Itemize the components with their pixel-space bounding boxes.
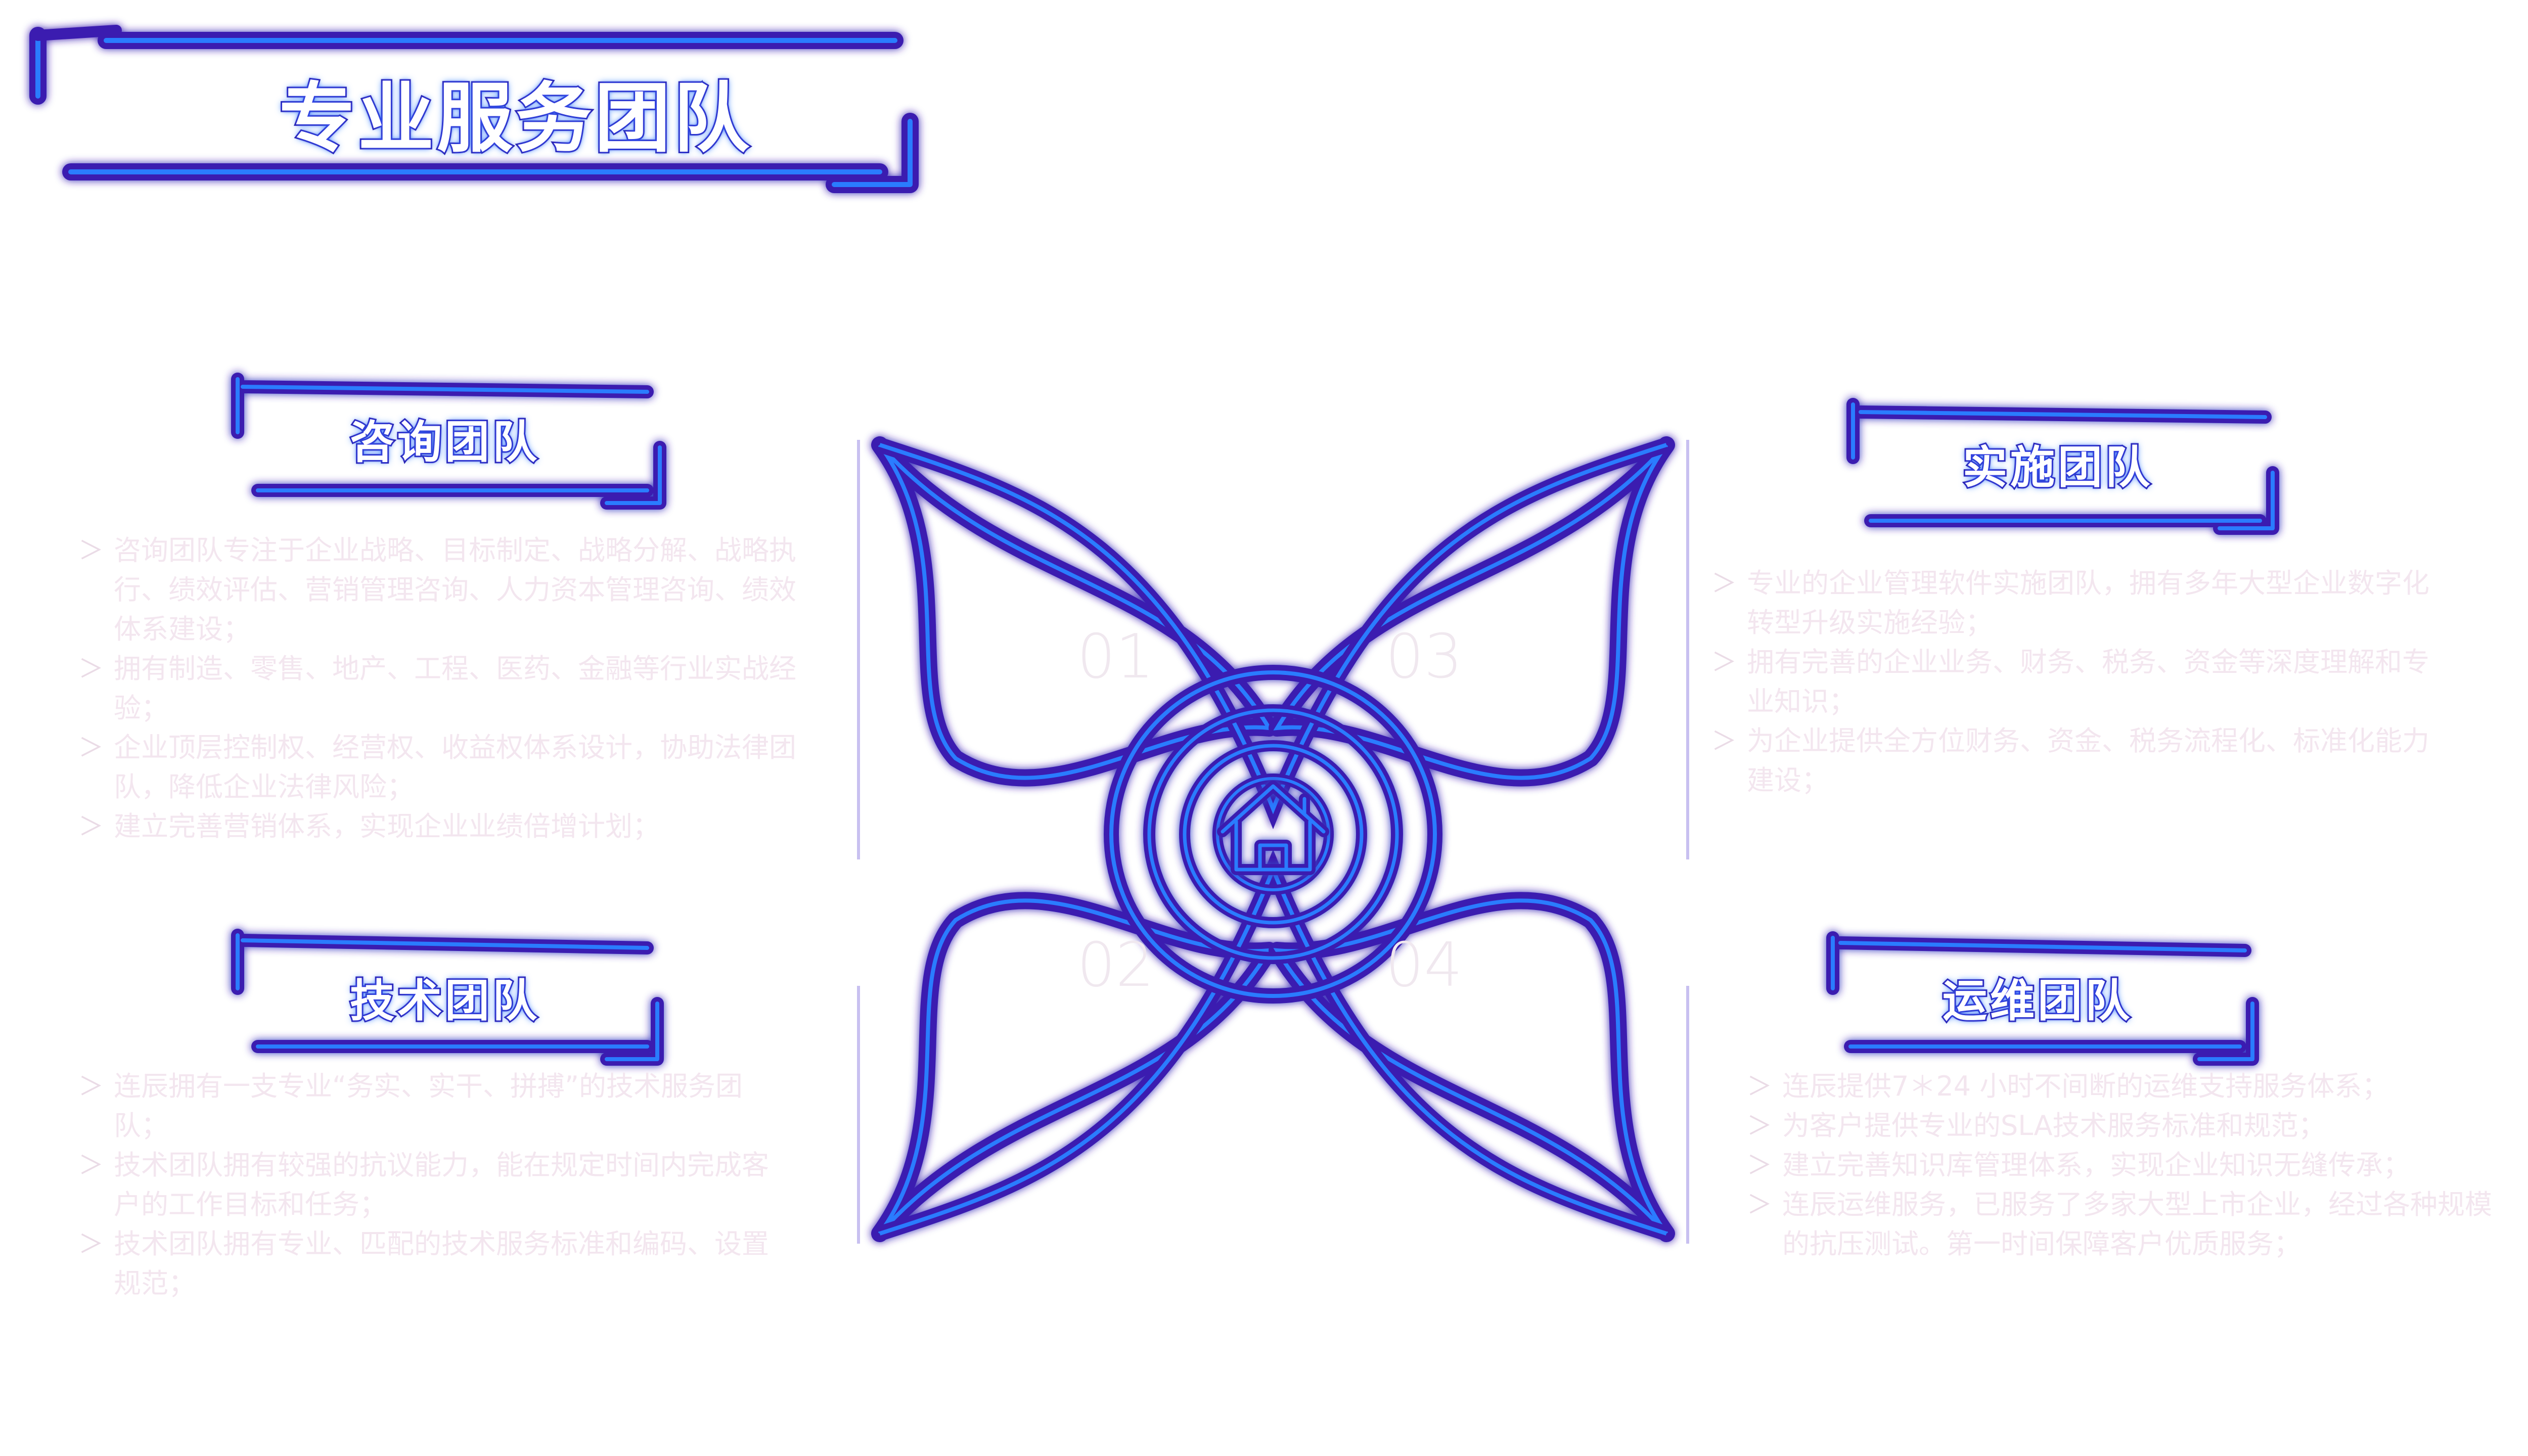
chevron-right-icon: ＞	[78, 536, 104, 565]
list-item: ＞为客户提供专业的SLA技术服务标准和规范；	[1747, 1106, 2515, 1146]
divider-lines	[857, 440, 1689, 1244]
petal-number-01: 01	[1077, 622, 1154, 692]
list-item: ＞拥有制造、零售、地产、工程、医药、金融等行业实战经验；	[78, 649, 822, 728]
chevron-right-icon: ＞	[1711, 569, 1737, 598]
team-list-consult: ＞咨询团队专注于企业战略、目标制定、战略分解、战略执行、绩效评估、营销管理咨询、…	[78, 531, 822, 846]
chevron-right-icon: ＞	[78, 1230, 104, 1259]
chevron-right-icon: ＞	[1711, 648, 1737, 677]
chevron-right-icon: ＞	[78, 654, 104, 684]
team-list-ops: ＞连辰提供7＊24 小时不间断的运维支持服务体系； ＞为客户提供专业的SLA技术…	[1747, 1067, 2515, 1264]
team-frame-ops	[1826, 931, 2259, 1066]
team-title-consult: 咨询团队	[348, 415, 540, 470]
chevron-right-icon: ＞	[1747, 1111, 1772, 1141]
team-title-ops: 运维团队	[1941, 973, 2133, 1028]
page-title: 专业服务团队	[278, 73, 752, 164]
list-item: ＞连辰运维服务，已服务了多家大型上市企业，经过各种规模的抗压测试。第一时间保障客…	[1747, 1185, 2515, 1264]
chevron-right-icon: ＞	[78, 733, 104, 762]
list-item: ＞专业的企业管理软件实施团队，拥有多年大型企业数字化转型升级实施经验；	[1711, 564, 2455, 643]
team-list-tech: ＞连辰拥有一支专业“务实、实干、拼搏”的技术服务团队； ＞技术团队拥有较强的抗议…	[78, 1067, 786, 1303]
center-flower	[871, 436, 1666, 1234]
list-item: ＞连辰拥有一支专业“务实、实干、拼搏”的技术服务团队；	[78, 1067, 786, 1146]
petal-number-04: 04	[1385, 930, 1463, 1000]
chevron-right-icon: ＞	[1747, 1072, 1772, 1101]
list-item: ＞拥有完善的企业业务、财务、税务、资金等深度理解和专业知识；	[1711, 643, 2455, 721]
list-item: ＞建立完善知识库管理体系，实现企业知识无缝传承；	[1747, 1146, 2515, 1185]
team-frame-tech	[231, 929, 664, 1066]
team-list-implement: ＞专业的企业管理软件实施团队，拥有多年大型企业数字化转型升级实施经验； ＞拥有完…	[1711, 564, 2455, 800]
petal-number-02: 02	[1077, 930, 1154, 1000]
team-frame-implement	[1846, 398, 2279, 535]
list-item: ＞企业顶层控制权、经营权、收益权体系设计，协助法律团队，降低企业法律风险；	[78, 728, 822, 807]
list-item: ＞建立完善营销体系，实现企业业绩倍增计划；	[78, 807, 822, 846]
chevron-right-icon: ＞	[1747, 1190, 1772, 1219]
list-item: ＞技术团队拥有较强的抗议能力，能在规定时间内完成客户的工作目标和任务；	[78, 1146, 786, 1224]
main-title-frame	[29, 25, 919, 193]
list-item: ＞技术团队拥有专业、匹配的技术服务标准和编码、设置规范；	[78, 1224, 786, 1303]
list-item: ＞咨询团队专注于企业战略、目标制定、战略分解、战略执行、绩效评估、营销管理咨询、…	[78, 531, 822, 649]
team-frame-consult	[231, 373, 666, 510]
list-item: ＞为企业提供全方位财务、资金、税务流程化、标准化能力建设；	[1711, 721, 2455, 800]
chevron-right-icon: ＞	[78, 1151, 104, 1180]
house-icon	[1217, 781, 1329, 875]
petal-number-03: 03	[1385, 622, 1463, 692]
chevron-right-icon: ＞	[78, 1072, 104, 1101]
chevron-right-icon: ＞	[78, 812, 104, 841]
team-title-tech: 技术团队	[348, 973, 540, 1028]
team-title-implement: 实施团队	[1961, 440, 2153, 495]
chevron-right-icon: ＞	[1747, 1151, 1772, 1180]
list-item: ＞连辰提供7＊24 小时不间断的运维支持服务体系；	[1747, 1067, 2515, 1106]
chevron-right-icon: ＞	[1711, 726, 1737, 756]
